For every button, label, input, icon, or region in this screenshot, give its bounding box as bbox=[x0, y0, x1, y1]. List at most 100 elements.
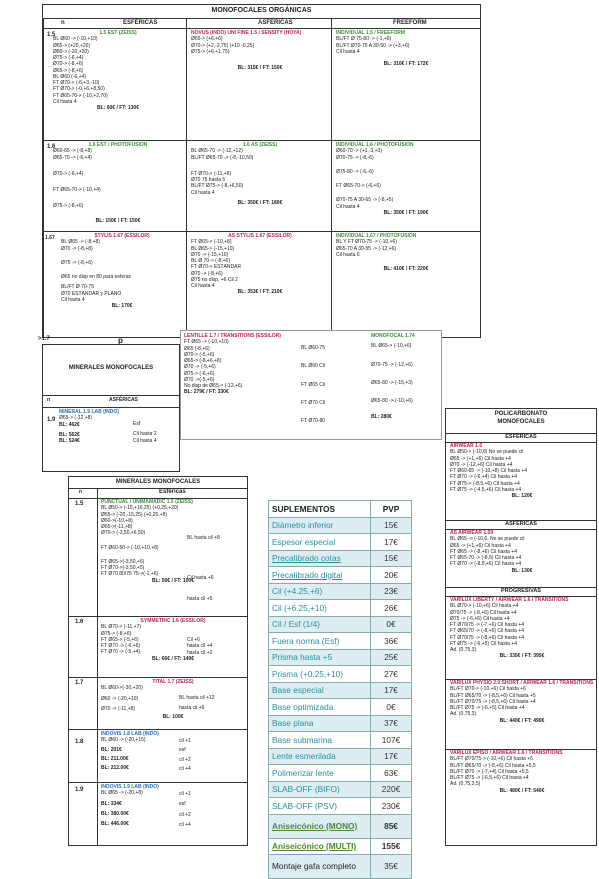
supl-price: 230€ bbox=[370, 797, 412, 815]
supl-label: Precalibrado digital bbox=[268, 566, 371, 584]
poly-prog-1: VARILUX LIBERTY / AIRWEAR 1.6 / TRANSITI… bbox=[450, 597, 569, 660]
lentille-17-mid: BL Ø60-75 BL Ø60 Cil FT Ø65 Cil FT Ø70 C… bbox=[301, 345, 326, 424]
row-n-1-5: 1.5 bbox=[47, 32, 56, 38]
mmx-row-n-1-5: 1.5 bbox=[75, 501, 84, 507]
mmx-title: MINERALES MONOFOCALES bbox=[115, 479, 201, 485]
poly-title: POLICARBONATO MONOFOCALES bbox=[494, 411, 548, 425]
col-header-asfericas: ASFÉRICAS bbox=[258, 20, 293, 26]
mmx-row-1-6: SYMMETRIC 1.6 (ESSILOR) BL Ø70-> (-11,+7… bbox=[101, 618, 206, 662]
r167-freeform: INDIVIDUAL 1.67 / PHOTOFUSION BL Y FT Ø7… bbox=[336, 233, 429, 272]
monofocal-174-lines: MONOFOCAL 1.74 BL Ø65-> (-10,+6) Ø70-75 … bbox=[371, 333, 415, 421]
supl-label: Cil / Esf (1/4) bbox=[268, 615, 371, 633]
mm-col-n: n bbox=[47, 397, 51, 403]
poly-col-prog: PROGRESIVAS bbox=[501, 588, 541, 594]
mm-19-lines: MINERAL 1.9 LAB (INDO) Ø65-> (-12,+8) BL… bbox=[59, 409, 119, 444]
r16-asfericas: 1.6 AS (ZEISS) BL Ø65-70 -> (-12,+12) BL… bbox=[191, 142, 283, 206]
poly-asfericas: AS AIRWEAR 1.59 BL Ø65 -> (-10,6, No se … bbox=[450, 530, 533, 574]
mm-19-notes: Esf Cil hasta 2 Cil hasta 4 bbox=[133, 421, 157, 444]
supl-label: Base optimizada bbox=[268, 698, 371, 716]
mm-col-asf: ASFÉRICAS bbox=[109, 397, 138, 403]
mmx-row-1-5: PUNCTUAL / UNIMAMADIC 1.5 (ZEISS) BL Ø50… bbox=[101, 499, 194, 584]
col-header-esfericas: ESFÉRICAS bbox=[123, 20, 158, 26]
mmx-row-1-7-notes: BL hasta cil +12 hasta cil +6 bbox=[179, 695, 215, 712]
supl-label: Aniseicónico (MONO) bbox=[268, 813, 371, 839]
col-header-freeform: FREEFORM bbox=[393, 20, 427, 26]
supl-label: SLAB-OFF (BIFO) bbox=[268, 780, 371, 798]
poly-esfericas: AIRWEAR 1.6 BL Ø50-> (-10,8) No se puede… bbox=[450, 443, 533, 499]
supl-price: 26€ bbox=[370, 599, 412, 617]
supl-label: Espesor especial bbox=[268, 533, 371, 551]
mmx-row-n-1-9: 1.9 bbox=[75, 787, 84, 793]
supl-label: Diámetro inferior bbox=[268, 516, 371, 534]
supl-price: 155€ bbox=[370, 837, 412, 855]
poly-col-esf: ESFÉRICAS bbox=[505, 434, 537, 440]
supl-price: 17€ bbox=[370, 533, 412, 551]
mmx-row-1-8-notes: cil +1 esf cil +2 cil +4 bbox=[179, 738, 191, 772]
supl-label: Cil (+4.25,+6) bbox=[268, 582, 371, 600]
r16-esfericas: 1.6 EST / PHOTOFUSION Ø60-65 -> (-8,+8) … bbox=[53, 142, 148, 224]
mmx-row-n-1-8: 1.8 bbox=[75, 739, 84, 745]
r15-esfericas: 1.5 EST (ZEISS) BL Ø60 -> (-10,+10) Ø65-… bbox=[53, 30, 139, 111]
mmx-row-1-9: INDOVIS 1.9 LAB (INDO) BL Ø65 -> (-20,+8… bbox=[101, 784, 159, 827]
supl-label: Prisma (+0.25,+10) bbox=[268, 665, 371, 683]
supl-header-pvp: PVP bbox=[370, 500, 412, 518]
mm-row-n-1-9: 1.9 bbox=[47, 417, 56, 423]
supl-price: 17€ bbox=[370, 681, 412, 699]
policarbonato-table: POLICARBONATO MONOFOCALES ESFÉRICAS AIRW… bbox=[445, 408, 597, 846]
poly-col-asf: ASFÉRICAS bbox=[505, 521, 537, 527]
mmx-row-n-1-7: 1.7 bbox=[75, 680, 84, 686]
supl-price: 25€ bbox=[370, 648, 412, 666]
supl-label: Base submarina bbox=[268, 731, 371, 749]
supl-price: 220€ bbox=[370, 780, 412, 798]
lentille-17-block: LENTILLE 1.7 / TRANSITIONS (ESSILOR) FT … bbox=[180, 330, 442, 440]
mmx-row-1-5-notes: BL hasta cil +8 Cil hasta +6 hasta cil +… bbox=[187, 535, 220, 602]
r15-asfericas: NOVUS (INDO) UNI FINE 1.5 / SENSITY (HOY… bbox=[191, 30, 302, 71]
mmx-row-n-1-6: 1.6 bbox=[75, 619, 84, 625]
row-n-1-67: 1.67 bbox=[45, 235, 55, 241]
supl-price: 37€ bbox=[370, 714, 412, 732]
row-n-1-6: 1.6 bbox=[47, 144, 56, 150]
supl-price: 23€ bbox=[370, 582, 412, 600]
supl-price: 15€ bbox=[370, 516, 412, 534]
r167-esfericas: STYLIS 1.67 (ESSILOR) BL Ø65 -> (-8,+8) … bbox=[61, 233, 150, 309]
row-n-gt-1-7: >1.7 bbox=[38, 336, 50, 342]
mmx-row-1-7: TITAL 1.7 (ZEISS) BL Ø60->(-30,+20) Ø60 … bbox=[101, 679, 194, 720]
mmx-row-1-6-notes: Cil +6 hasta cil +4 hasta cil +2 bbox=[187, 637, 213, 656]
supl-label: Precalibrado cotas bbox=[268, 549, 371, 567]
p-label: p bbox=[118, 336, 123, 345]
supl-price: 0€ bbox=[370, 615, 412, 633]
minerales-monofocales-small: MINERALES MONOFOCALES n ASFÉRICAS 1.9 MI… bbox=[42, 344, 180, 472]
poly-prog-3: VARILUX EPISO / AIRWEAR 1.6 / TRANSITION… bbox=[450, 750, 563, 794]
mmx-col-n: n bbox=[79, 489, 83, 495]
supl-label: Prisma hasta +5 bbox=[268, 648, 371, 666]
r15-freeform: INDIVIDUAL 1.5 / FREEFORM BL/FT Ø 75-80 … bbox=[336, 30, 429, 67]
supl-price: 17€ bbox=[370, 747, 412, 765]
supl-label: Montaje gafa completo bbox=[268, 854, 371, 879]
mmx-row-1-8: INDOVIS 1.8 LAB (INDO) BL Ø60 -> (-20,+1… bbox=[101, 731, 159, 771]
supl-price: 85€ bbox=[370, 813, 412, 839]
mm-title: MINERALES MONOFOCALES bbox=[68, 365, 154, 371]
supl-label: Aniseicónico (MULTI) bbox=[268, 837, 371, 855]
r16-freeform: INDIVIDUAL 1.6 / PHOTOFUSION Ø60-70 -> (… bbox=[336, 142, 429, 216]
supl-label: Base especial bbox=[268, 681, 371, 699]
supl-label: Lente esmerilada bbox=[268, 747, 371, 765]
r167-asfericas: AS STYLIS 1.67 (ESSILOR) FT Ø65-> (-10,+… bbox=[191, 233, 292, 296]
section-title: MONOFOCALES ORGÁNICAS bbox=[211, 7, 312, 14]
supl-price: 36€ bbox=[370, 632, 412, 650]
mmx-row-1-9-notes: cil +1 esf cil +2 cil +4 bbox=[179, 791, 191, 828]
minerales-monofocales-detail: MINERALES MONOFOCALES n Esféricas 1.5 PU… bbox=[68, 476, 248, 846]
supl-price: 0€ bbox=[370, 698, 412, 716]
supl-label: Polimerizar lente bbox=[268, 764, 371, 782]
lentille-17-lines: LENTILLE 1.7 / TRANSITIONS (ESSILOR) FT … bbox=[184, 333, 281, 396]
supl-price: 27€ bbox=[370, 665, 412, 683]
mmx-col-esf: Esféricas bbox=[159, 489, 186, 495]
supl-price: 20€ bbox=[370, 566, 412, 584]
supl-header: SUPLEMENTOS bbox=[268, 500, 371, 518]
col-header-n: n bbox=[61, 20, 65, 26]
supl-label: SLAB-OFF (PSV) bbox=[268, 797, 371, 815]
supl-label: Fuera norma (Esf) bbox=[268, 632, 371, 650]
supl-price: 35€ bbox=[370, 854, 412, 879]
supl-price: 15€ bbox=[370, 549, 412, 567]
poly-prog-2: VARILUX PHYSIO 2.0 SHORT / AIRWEAR 1.6 /… bbox=[450, 680, 594, 724]
